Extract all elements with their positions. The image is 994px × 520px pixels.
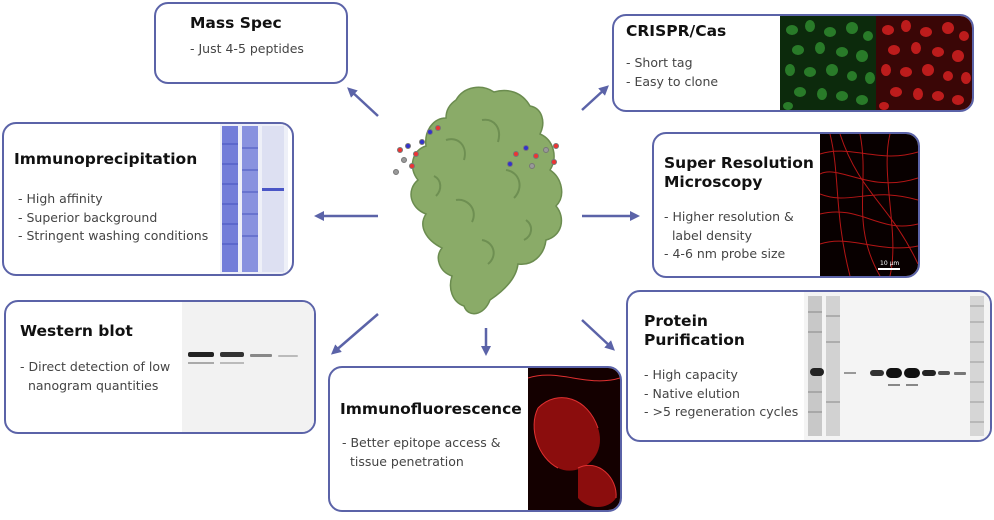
bullet: - Direct detection of low [20, 359, 171, 374]
super-resolution-title: Super Resolution Microscopy [664, 154, 814, 192]
protein-purification-bullets: - High capacity - Native elution - >5 re… [644, 366, 798, 422]
protein-purification-title: Protein Purification [644, 312, 745, 350]
super-resolution-image: 10 μm [820, 134, 918, 276]
immunofluorescence-bullets: - Better epitope access & tissue penetra… [342, 434, 500, 471]
protein-purification-box: Protein Purification - High capacity - N… [626, 290, 992, 442]
scale-bar-label: 10 μm [880, 260, 899, 267]
bullet: - Stringent washing conditions [18, 228, 209, 243]
bullet: - Better epitope access & [342, 435, 501, 450]
bullet: label density [664, 227, 752, 243]
immunofluorescence-image [528, 368, 620, 510]
crispr-title: CRISPR/Cas [626, 22, 727, 40]
coomassie-gel-image [220, 124, 288, 274]
mass-spec-title: Mass Spec [190, 14, 282, 32]
bullet: - Short tag [626, 55, 693, 70]
purification-gel-image [804, 292, 990, 440]
bullet: - Native elution [644, 385, 740, 401]
super-resolution-bullets: - Higher resolution & label density - 4-… [664, 208, 794, 264]
arrow-to-mass-spec [347, 87, 379, 117]
mass-spec-box: Mass Spec - Just 4-5 peptides [154, 2, 348, 84]
arrow-to-protein-purification [581, 319, 615, 351]
immunoprecipitation-box: Immunoprecipitation - High affinity - Su… [2, 122, 294, 276]
bullet: - High capacity [644, 367, 738, 382]
rfp-cells-image [876, 16, 972, 110]
title-line: Microscopy [664, 173, 763, 191]
western-blot-bullets: - Direct detection of low nanogram quant… [20, 358, 170, 395]
bullet: nanogram quantities [20, 377, 159, 393]
immunoprecipitation-bullets: - High affinity - Superior background - … [18, 190, 208, 246]
title-line: Super Resolution [664, 154, 814, 172]
bullet: - Higher resolution & [664, 209, 794, 224]
arrow-to-western-blot [330, 313, 379, 355]
immunoprecipitation-title: Immunoprecipitation [14, 150, 198, 168]
bullet: - High affinity [18, 191, 103, 206]
bullet: - 4-6 nm probe size [664, 246, 786, 261]
western-blot-image [182, 302, 314, 432]
super-resolution-box: Super Resolution Microscopy - Higher res… [652, 132, 920, 278]
crispr-box: CRISPR/Cas - Short tag - Easy to clone [612, 14, 974, 112]
immunofluorescence-title: Immunofluorescence [340, 400, 522, 418]
bullet: - Just 4-5 peptides [190, 41, 304, 56]
western-blot-title: Western blot [20, 322, 133, 340]
crispr-bullets: - Short tag - Easy to clone [626, 54, 718, 91]
bullet: tissue penetration [342, 453, 464, 469]
title-line: Protein [644, 312, 708, 330]
bullet: - Easy to clone [626, 73, 719, 89]
bullet: - >5 regeneration cycles [644, 404, 799, 419]
title-line: Purification [644, 331, 745, 349]
protein-structure-image [393, 86, 563, 315]
gfp-cells-image [780, 16, 876, 110]
bullet: - Superior background [18, 209, 158, 225]
immunofluorescence-box: Immunofluorescence - Better epitope acce… [328, 366, 622, 512]
western-blot-box: Western blot - Direct detection of low n… [4, 300, 316, 434]
arrow-to-crispr [581, 85, 609, 111]
mass-spec-bullets: - Just 4-5 peptides [190, 40, 304, 59]
